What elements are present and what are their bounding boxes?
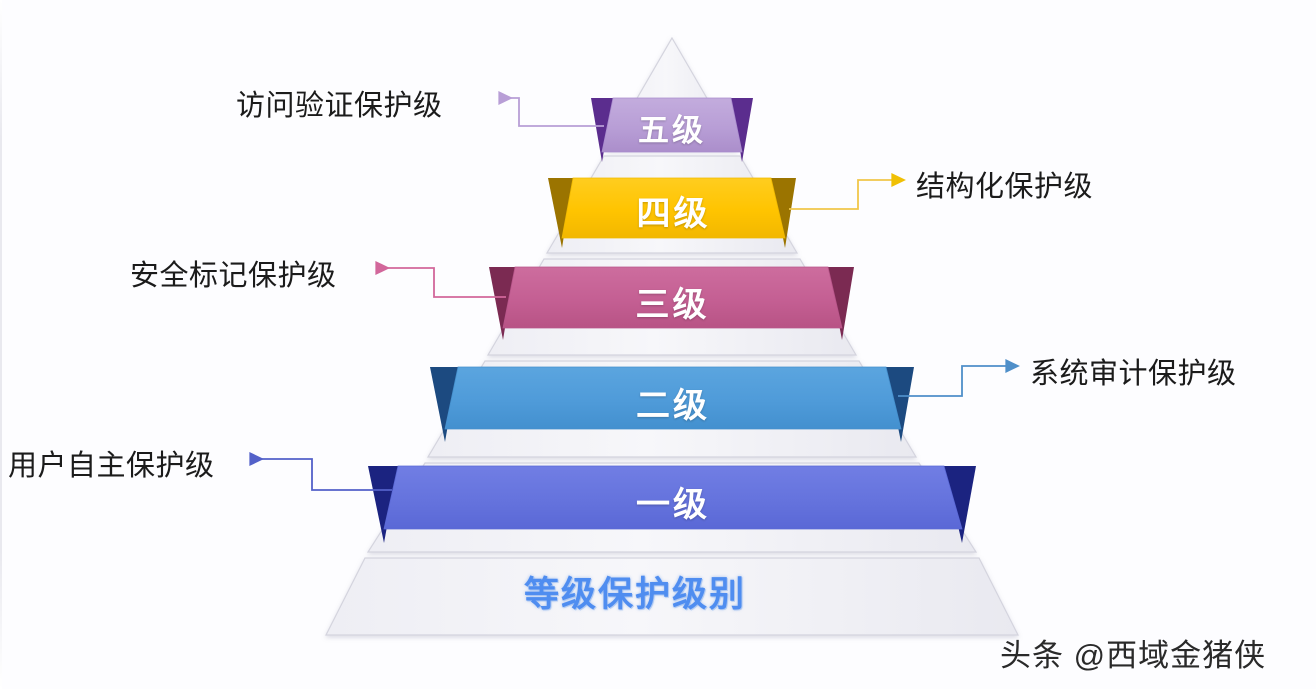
callout-label-tier-5: 访问验证保护级 <box>236 90 443 122</box>
connector-tier-1 <box>249 451 392 491</box>
pyramid-base-caption: 等级保护级别 <box>524 575 747 614</box>
callout-label-tier-1: 用户自主保护级 <box>8 450 215 482</box>
tier-band-3-fold-left <box>489 267 515 340</box>
connector-tier-3 <box>375 260 506 298</box>
pyramid-slab-base <box>325 557 1019 636</box>
tier-band-5[interactable] <box>591 97 753 162</box>
tier-band-5-fold-right <box>731 98 753 162</box>
tier-band-3-fold-right <box>828 267 854 340</box>
tier-band-4-fold-left <box>548 178 573 248</box>
callout-label-tier-4: 结构化保护级 <box>916 171 1094 203</box>
connector-tier-2 <box>898 358 1020 397</box>
callout-label-tier-2: 系统审计保护级 <box>1030 358 1237 390</box>
connector-tier-4 <box>789 172 906 210</box>
connector-group <box>249 90 1020 491</box>
tier-band-2-fold-left <box>430 367 458 442</box>
tier-band-4-face <box>561 177 786 239</box>
tier-band-2-fold-right <box>886 367 914 442</box>
tier-band-5-face <box>601 97 743 153</box>
callout-label-tier-3: 安全标记保护级 <box>130 260 337 292</box>
connector-tier-5 <box>498 90 604 127</box>
watermark-text: 头条 @西域金猪侠 <box>1000 638 1267 673</box>
tier-band-5-fold-left <box>591 98 613 162</box>
tier-band-2[interactable] <box>430 366 914 442</box>
tier-band-3-face <box>502 266 843 329</box>
tier-band-4[interactable] <box>548 177 796 248</box>
tier-band-1-fold-left <box>368 466 398 543</box>
tier-band-3[interactable] <box>489 266 854 340</box>
tier-band-1[interactable] <box>368 465 976 543</box>
tier-band-1-fold-right <box>944 466 976 543</box>
tier-band-2-face <box>444 366 902 430</box>
tier-band-4-fold-right <box>771 178 796 248</box>
tier-band-1-face <box>383 465 963 530</box>
